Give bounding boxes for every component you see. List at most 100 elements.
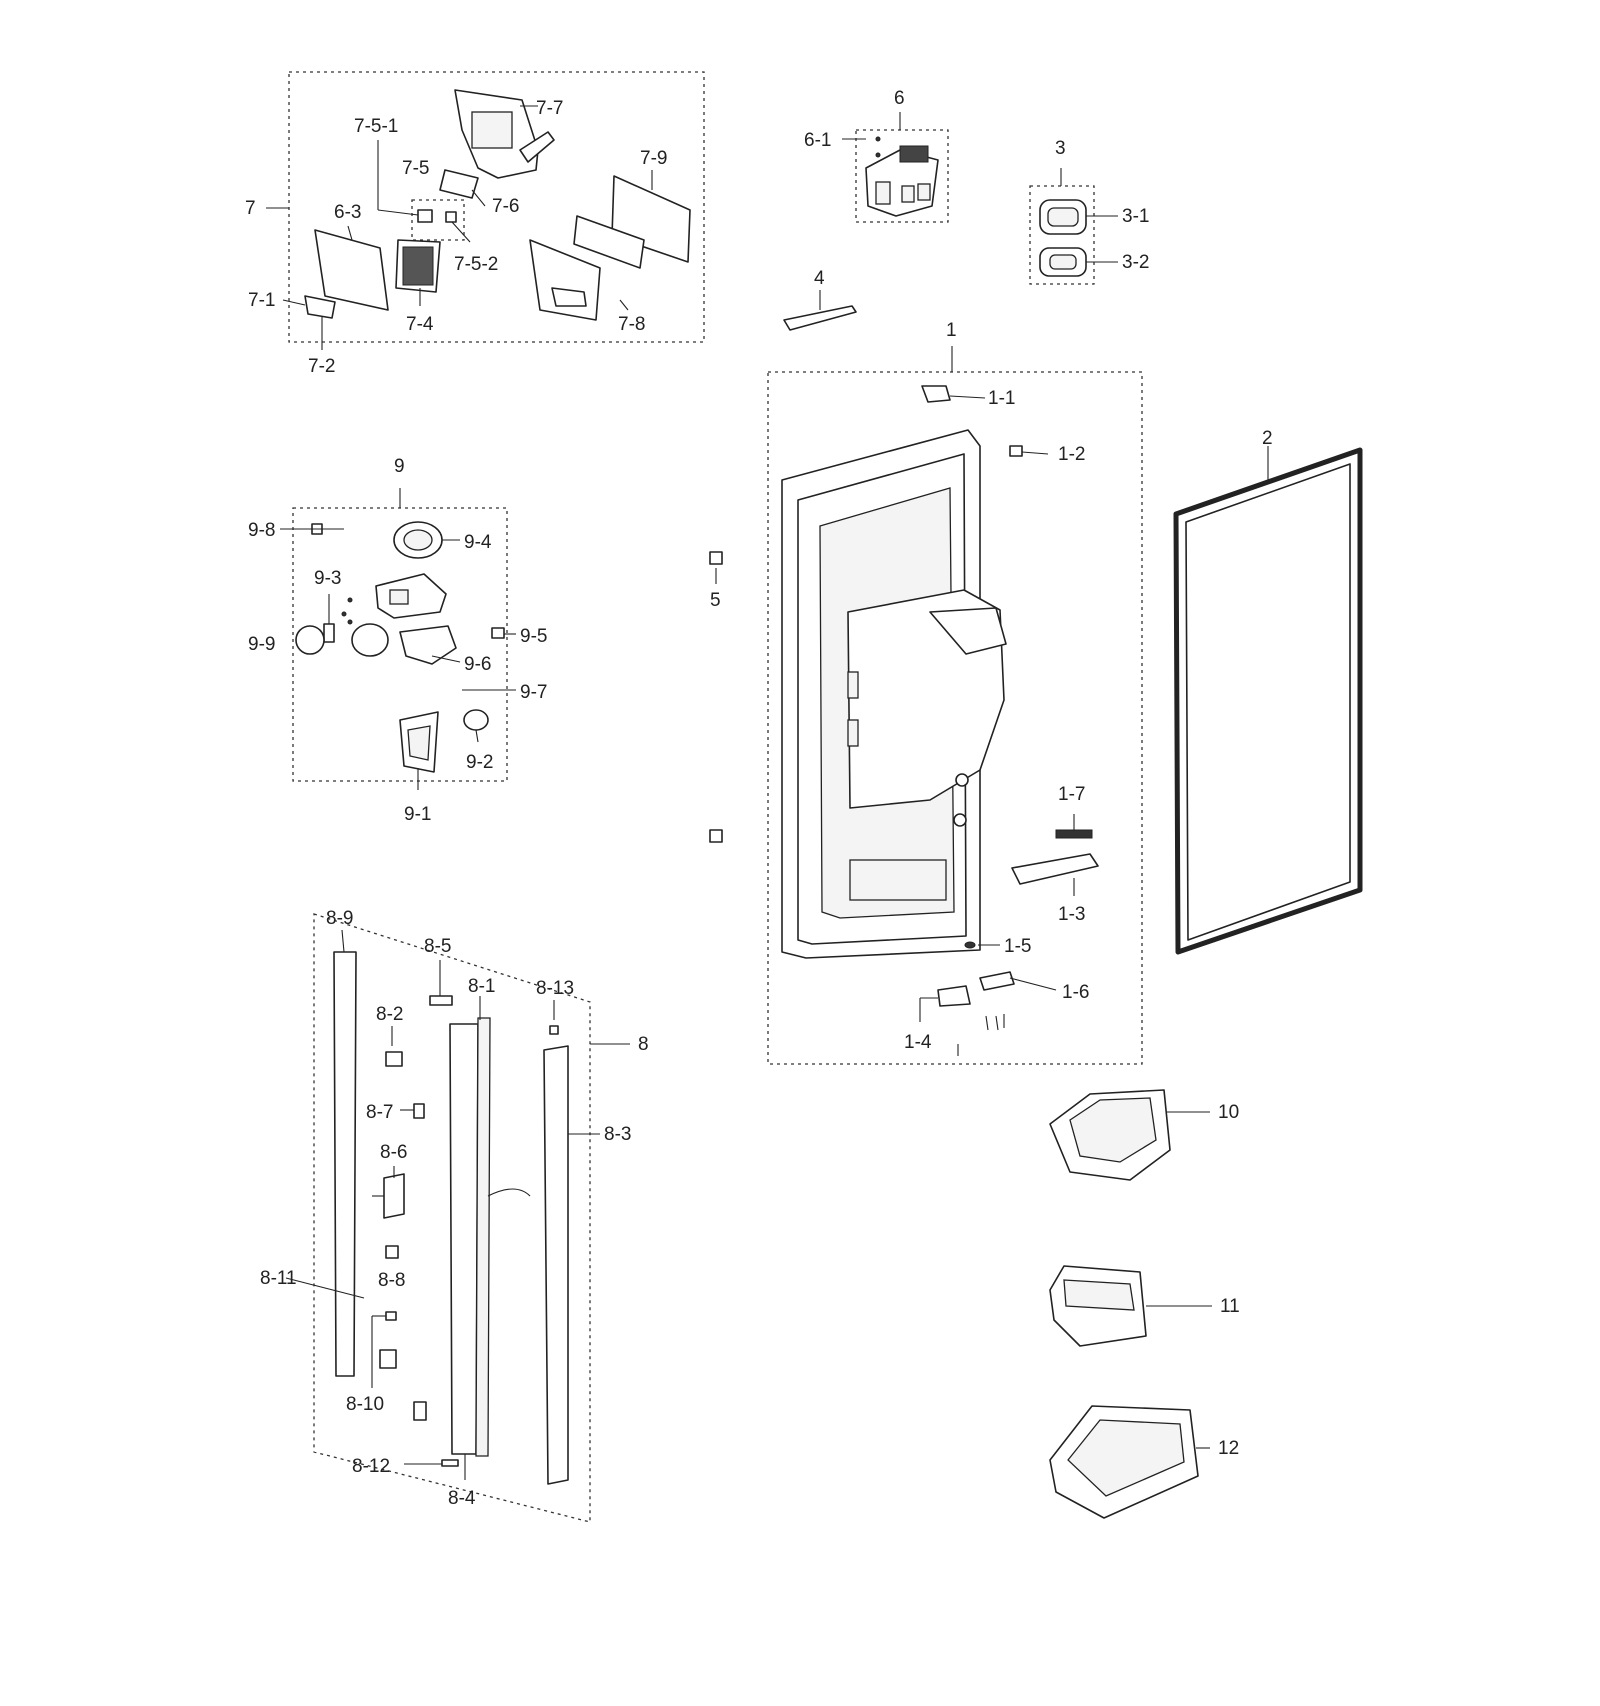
label-1-5: 1-5 [1004, 936, 1031, 957]
part-9-9 [295, 625, 325, 655]
label-9-8: 9-8 [248, 520, 275, 541]
label-9-1: 9-1 [404, 804, 431, 825]
part-1-4 [937, 985, 971, 1007]
label-3-1: 3-1 [1122, 206, 1149, 227]
label-7-4: 7-4 [406, 314, 434, 335]
label-9-7: 9-7 [520, 682, 547, 703]
label-7-5: 7-5 [402, 158, 429, 179]
part-7-5-2 [445, 211, 457, 223]
label-10: 10 [1218, 1102, 1239, 1123]
label-9-6: 9-6 [464, 654, 491, 675]
label-8-13: 8-13 [536, 978, 574, 999]
label-9-2: 9-2 [466, 752, 493, 773]
part-9-5 [491, 627, 505, 639]
refrigerator-door-icon [781, 429, 1007, 959]
label-7-6: 7-6 [492, 196, 519, 217]
group-8 [285, 913, 630, 1523]
label-1-2: 1-2 [1058, 444, 1085, 465]
part-5 [709, 551, 723, 843]
part-4 [783, 290, 857, 331]
part-6-3 [314, 229, 389, 311]
label-8-8: 8-8 [378, 1270, 405, 1291]
label-9-4: 9-4 [464, 532, 492, 553]
label-7-7: 7-7 [536, 98, 563, 119]
label-group-1: 1 [946, 320, 957, 341]
part-1-2 [1009, 445, 1023, 457]
part-ice-maker [375, 573, 447, 619]
label-7-5-1: 7-5-1 [354, 116, 398, 137]
part-1-3 [1011, 853, 1099, 885]
part-11 [1049, 1265, 1212, 1347]
label-1-6: 1-6 [1062, 982, 1089, 1003]
group-9 [280, 488, 516, 790]
label-1-4: 1-4 [904, 1032, 932, 1053]
label-3-2: 3-2 [1122, 252, 1149, 273]
label-8-11: 8-11 [260, 1268, 297, 1289]
part-10 [1049, 1089, 1210, 1181]
part-hinge-lower [379, 1349, 397, 1369]
part-8-3 [543, 1045, 569, 1485]
label-12: 12 [1218, 1438, 1239, 1459]
label-8-10: 8-10 [346, 1394, 384, 1415]
group-6 [842, 112, 949, 223]
part-1-7 [1055, 829, 1093, 839]
label-8-3: 8-3 [604, 1124, 631, 1145]
label-8-1: 8-1 [468, 976, 495, 997]
label-1-1: 1-1 [988, 388, 1015, 409]
part-8-10 [385, 1311, 397, 1321]
label-group-6: 6 [894, 88, 905, 109]
label-8-6: 8-6 [380, 1142, 407, 1163]
part-8-2 [385, 1051, 403, 1067]
label-5: 5 [710, 590, 721, 611]
part-5-lower [709, 829, 723, 843]
label-group-7: 7 [245, 198, 256, 219]
part-7-8 [529, 239, 601, 321]
group-6-boundary [855, 129, 949, 223]
label-1-7: 1-7 [1058, 784, 1085, 805]
label-8-4: 8-4 [448, 1488, 476, 1509]
group-1-boundary [767, 371, 1143, 1065]
label-8-12: 8-12 [352, 1456, 390, 1477]
door-gasket-icon [1173, 446, 1363, 955]
label-11: 11 [1220, 1296, 1240, 1317]
part-1-1 [921, 385, 951, 403]
group-3-boundary [1029, 185, 1095, 285]
group-1 [767, 346, 1143, 1065]
label-8-9: 8-9 [326, 908, 353, 929]
label-8-7: 8-7 [366, 1102, 393, 1123]
label-group-3: 3 [1055, 138, 1066, 159]
part-1-5 [964, 941, 976, 949]
part-7-1 [304, 295, 336, 319]
part-7-6 [439, 169, 479, 199]
part-hinge-bottom [413, 1401, 427, 1421]
label-7-1: 7-1 [248, 290, 275, 311]
part-knob [351, 623, 389, 657]
label-7-9: 7-9 [640, 148, 667, 169]
part-8-9 [333, 951, 357, 1377]
label-1-3: 1-3 [1058, 904, 1085, 925]
part-7-7 [454, 89, 555, 179]
label-7-5-2: 7-5-2 [454, 254, 498, 275]
label-group-9: 9 [394, 456, 405, 477]
part-8-5 [429, 995, 453, 1006]
label-4: 4 [814, 268, 825, 289]
label-2: 2 [1262, 428, 1273, 449]
label-group-8: 8 [638, 1034, 649, 1055]
label-7-8: 7-8 [618, 314, 645, 335]
part-7-8-plate [573, 215, 645, 269]
part-9-2 [463, 709, 489, 731]
part-1-6 [979, 971, 1015, 991]
part-7-5 [417, 209, 433, 223]
callout-labels: 7 7-7 7-5-1 7-5 7-9 6-3 7-6 7-5-2 7-1 7-… [245, 88, 1273, 1509]
label-8-2: 8-2 [376, 1004, 403, 1025]
group-7-boundary [288, 71, 705, 343]
part-9-6 [399, 625, 457, 665]
label-6-1: 6-1 [804, 130, 831, 151]
label-6-3: 6-3 [334, 202, 361, 223]
part-9-3 [323, 623, 335, 643]
part-8-13 [549, 1025, 559, 1035]
part-8-6 [383, 1173, 405, 1219]
door-bin-icon [1049, 1089, 1212, 1519]
label-9-5: 9-5 [520, 626, 547, 647]
